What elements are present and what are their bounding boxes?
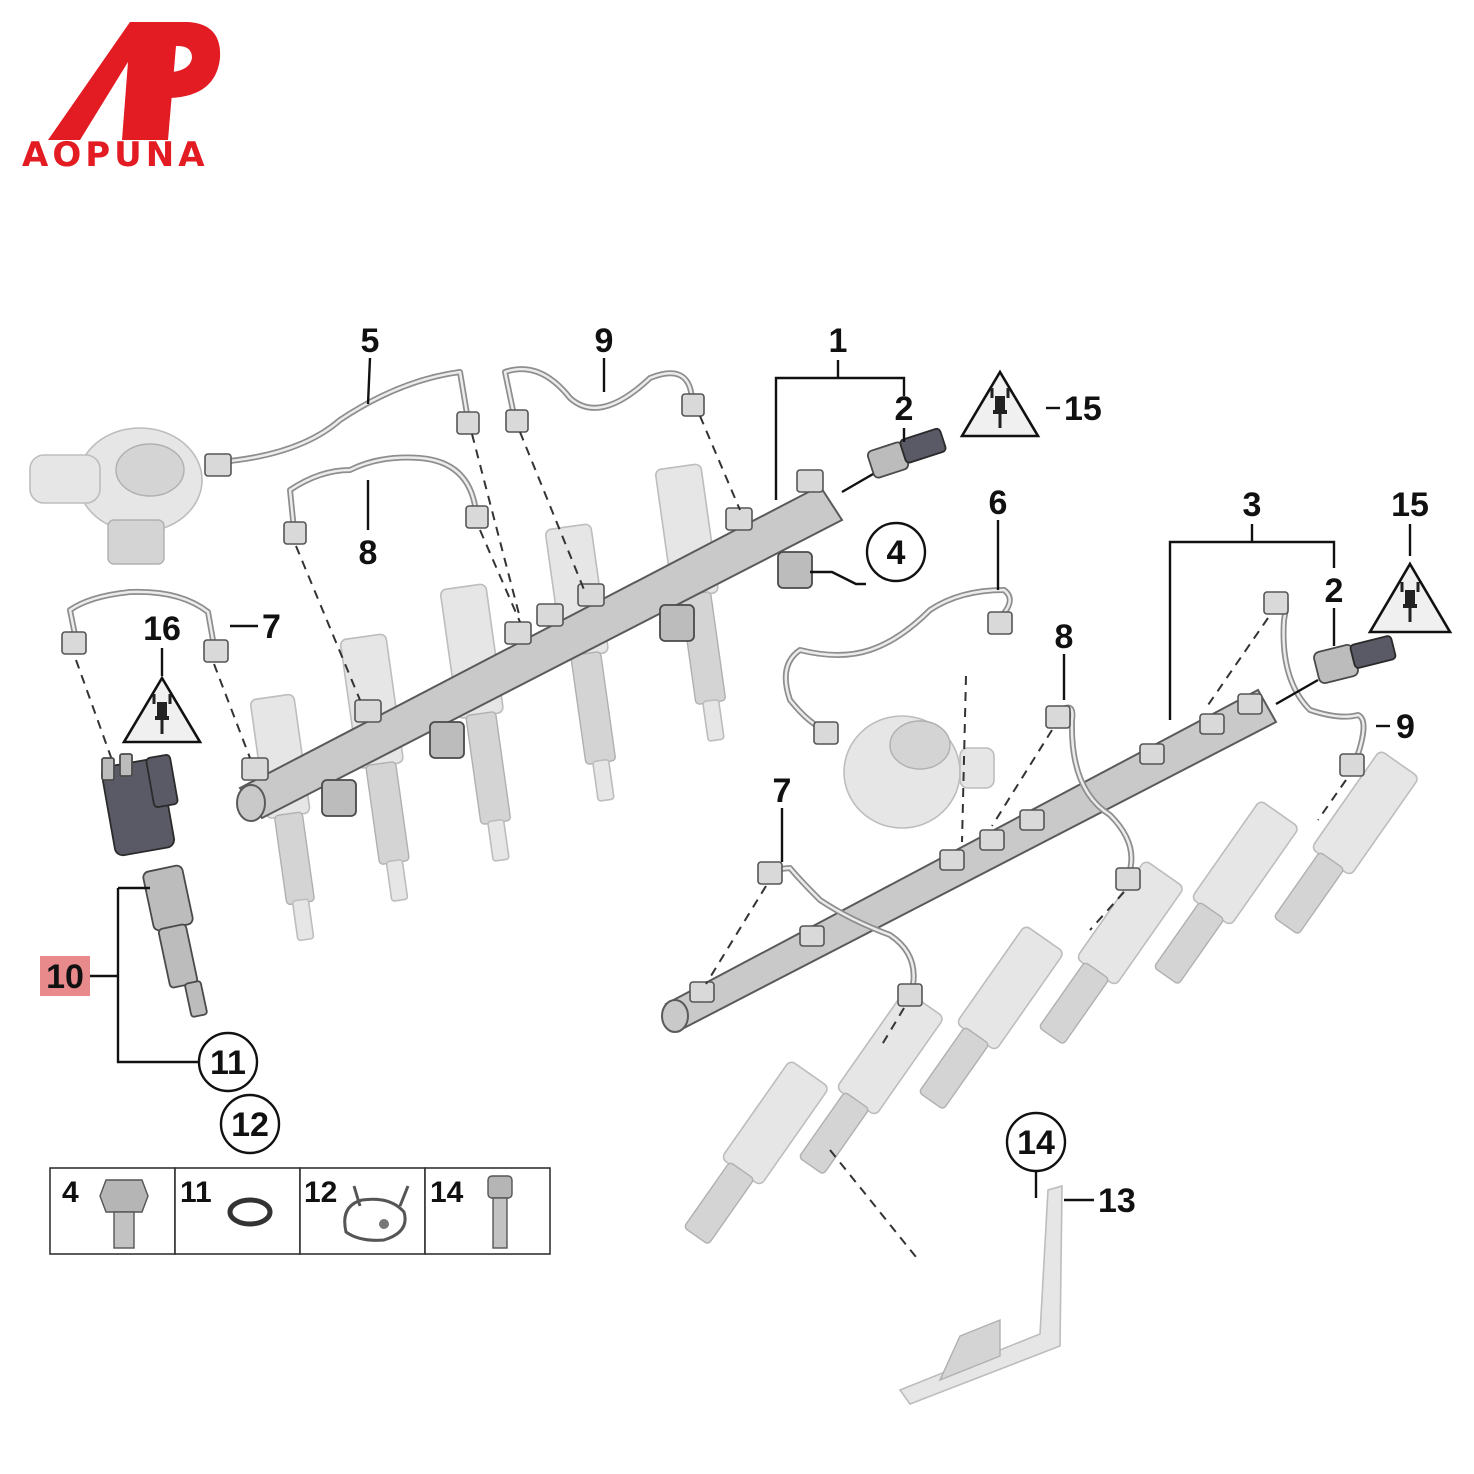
table-label-14: 14 <box>430 1176 464 1209</box>
callout-12: 12 <box>231 1106 269 1144</box>
rail-ports-lower <box>689 693 1263 1003</box>
fuel-rail-lower <box>661 688 1278 1033</box>
pressure-sensor-lower <box>1275 635 1397 706</box>
logo-mark-icon <box>48 22 221 140</box>
rail-ports-upper <box>241 469 824 781</box>
high-pressure-pump-lower <box>843 715 995 829</box>
o-ring-icon <box>227 1197 273 1227</box>
callout-circle-4: 4 <box>865 521 927 583</box>
callout-15-lower: 15 <box>1391 486 1429 524</box>
callout-14: 14 <box>1017 1124 1055 1162</box>
table-label-4: 4 <box>62 1176 79 1209</box>
upper-bank-injectors <box>249 463 726 942</box>
injector-holder-bracket <box>829 1149 1063 1405</box>
callout-11: 11 <box>210 1044 246 1082</box>
screw-icon <box>487 1175 513 1249</box>
lower-bank-injectors <box>684 751 1418 1244</box>
fuel-lines-upper <box>204 366 741 701</box>
callout-13: 13 <box>1098 1182 1136 1220</box>
callout-9-upper: 9 <box>595 322 614 360</box>
callout-2-lower: 2 <box>1325 572 1344 610</box>
leader-lines <box>90 357 1412 1202</box>
table-label-12: 12 <box>304 1176 337 1209</box>
callout-circle-14: 14 <box>1005 1111 1067 1173</box>
callout-6: 6 <box>989 484 1008 522</box>
high-pressure-pump-upper <box>29 427 203 565</box>
highlighted-part-label: 10 <box>40 956 90 996</box>
callout-4: 4 <box>887 534 906 572</box>
callout-2-upper: 2 <box>895 390 914 428</box>
callout-3: 3 <box>1243 486 1262 524</box>
electric-connector-warning-icon <box>959 369 1041 438</box>
table-label-11: 11 <box>180 1176 212 1209</box>
rail-mounts-upper <box>321 551 813 817</box>
callout-8-lower: 8 <box>1055 618 1074 656</box>
bolt-icon <box>99 1179 149 1249</box>
featured-injector <box>61 588 251 1018</box>
callout-7-lower: 7 <box>773 772 792 810</box>
pressure-sensor-upper <box>841 427 947 494</box>
electric-connector-warning-icon <box>1367 561 1453 634</box>
brand-name: AOPUNA <box>22 135 209 175</box>
callout-16: 16 <box>143 610 181 648</box>
small-parts-table: 4 11 12 14 <box>49 1167 551 1255</box>
callout-8-upper: 8 <box>359 534 378 572</box>
callout-circle-12: 12 <box>219 1093 281 1155</box>
fuel-rail-upper <box>236 469 844 822</box>
callout-circle-11: 11 <box>197 1031 259 1093</box>
clip-icon <box>343 1185 410 1242</box>
callout-1: 1 <box>829 322 848 360</box>
callout-7-upper: 7 <box>262 608 281 646</box>
callout-9-lower: 9 <box>1396 708 1415 746</box>
callout-labels: 5 9 1 2 15 8 6 3 15 2 8 9 7 7 16 13 <box>143 322 1429 1220</box>
callout-10: 10 <box>46 958 84 996</box>
electric-connector-warning-icon <box>121 675 203 744</box>
callout-15-upper: 15 <box>1064 390 1102 428</box>
fuel-lines-lower <box>705 587 1367 1049</box>
callout-5: 5 <box>361 322 380 360</box>
brand-logo: AOPUNA <box>22 22 221 175</box>
